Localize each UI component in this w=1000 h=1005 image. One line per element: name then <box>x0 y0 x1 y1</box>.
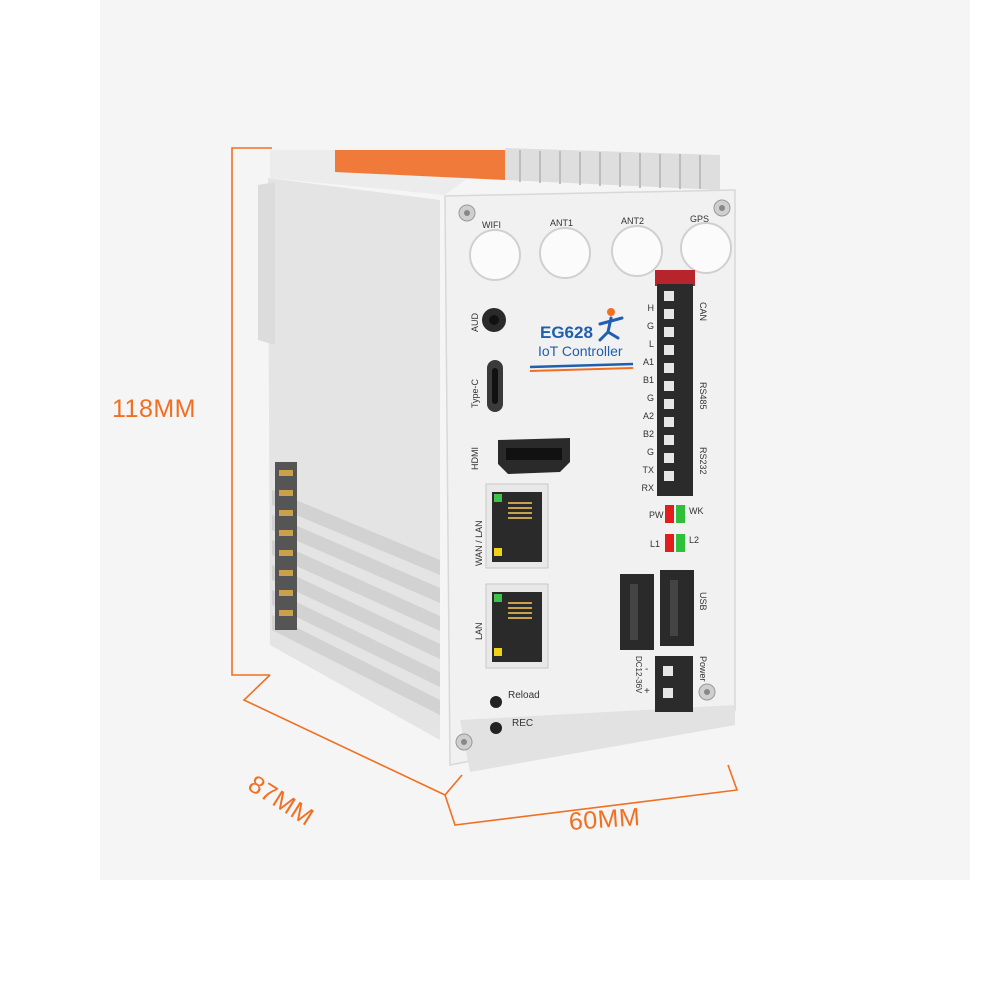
usb-label: USB <box>698 592 708 611</box>
typec-label: Type-C <box>470 378 480 408</box>
hdmi-label: HDMI <box>470 447 480 470</box>
reload-button[interactable] <box>490 696 502 708</box>
rec-label: REC <box>512 718 533 729</box>
rec-button[interactable] <box>490 722 502 734</box>
pw-label: PW <box>649 510 664 520</box>
pin-label: TX <box>642 465 654 475</box>
terminal-header <box>655 270 695 286</box>
pin-label: B2 <box>643 429 654 439</box>
orange-top-accent <box>335 150 505 180</box>
brand-logo-icon <box>598 308 624 342</box>
usb-ports <box>620 570 694 650</box>
aud-label: AUD <box>470 312 480 332</box>
pin-label: L <box>649 339 654 349</box>
can-label: CAN <box>698 302 708 321</box>
wk-label: WK <box>689 506 704 516</box>
ethernet-port-lan <box>485 583 549 669</box>
power-spec-label: DC12-36V <box>634 656 643 694</box>
terminal-pin-labels: H G L A1 B1 G A2 B2 G TX RX <box>641 303 654 493</box>
l2-label: L2 <box>689 535 699 545</box>
reload-label: Reload <box>508 690 540 701</box>
antenna-label-ant2: ANT2 <box>621 216 644 226</box>
pin-label: A2 <box>643 411 654 421</box>
rs232-label: RS232 <box>698 447 708 475</box>
antenna-connectors <box>469 222 732 281</box>
pin-label: B1 <box>643 375 654 385</box>
antenna-label-ant1: ANT1 <box>550 218 573 228</box>
cooling-fins <box>272 490 440 715</box>
pin-label: H <box>648 303 655 313</box>
wk-led <box>676 505 685 523</box>
model-name: EG628 <box>540 323 593 342</box>
power-plus-label: + <box>644 686 650 697</box>
terminal-block <box>657 284 693 496</box>
pin-label: G <box>647 447 654 457</box>
l1-label: L1 <box>650 539 660 549</box>
width-dimension-label: 60MM <box>568 803 642 836</box>
side-terminal-block <box>275 462 297 630</box>
logo-underline <box>529 362 634 369</box>
dimension-lines <box>231 147 739 826</box>
antenna-label-gps: GPS <box>690 214 709 224</box>
l1-led <box>665 534 674 552</box>
screw-icon <box>455 199 731 751</box>
pin-label: RX <box>641 483 654 493</box>
rs485-label: RS485 <box>698 382 708 410</box>
lan-label: LAN <box>474 622 484 640</box>
ethernet-port-wan <box>485 483 549 569</box>
antenna-label-wifi: WIFI <box>482 220 501 230</box>
power-terminal <box>655 656 693 712</box>
wan-lan-label: WAN / LAN <box>474 520 484 566</box>
pin-label: G <box>647 321 654 331</box>
device-side <box>268 178 440 740</box>
power-label: Power <box>698 656 708 682</box>
pin-label: G <box>647 393 654 403</box>
device-subtitle: IoT Controller <box>538 343 623 359</box>
l2-led <box>676 534 685 552</box>
pin-label: A1 <box>643 357 654 367</box>
pw-led <box>665 505 674 523</box>
power-minus-label: - <box>645 664 648 675</box>
height-dimension-label: 118MM <box>112 395 197 423</box>
